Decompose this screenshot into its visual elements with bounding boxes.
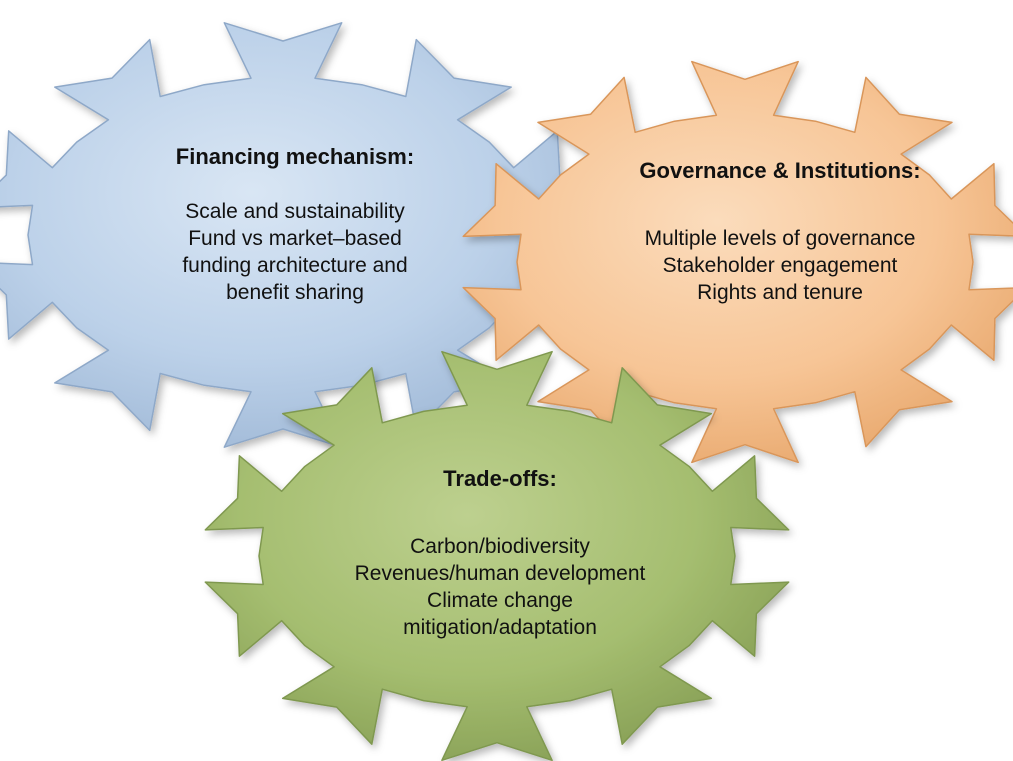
governance-gear-lines: Multiple levels of governance Stakeholde… [570,225,990,306]
gear-governance-shape [462,60,1013,464]
tradeoffs-gear-text: Trade-offs: Carbon/biodiversity Revenues… [290,465,710,641]
financing-gear-title: Financing mechanism: [175,144,415,169]
governance-gear-line: Multiple levels of governance [644,227,916,250]
gear-tradeoffs-shape [204,350,790,761]
financing-gear-line: Scale and sustainability [185,200,405,223]
financing-gear-line: funding architecture and [182,254,408,277]
governance-gear-title: Governance & Institutions: [639,158,921,183]
financing-gear-line: benefit sharing [226,281,364,304]
tradeoffs-gear-line: Climate change [427,589,573,612]
governance-gear-line: Rights and tenure [697,281,863,304]
tradeoffs-gear-line: Revenues/human development [354,562,646,585]
financing-gear-lines: Scale and sustainability Fund vs market–… [95,198,495,306]
tradeoffs-gear-line: Carbon/biodiversity [410,535,590,558]
financing-gear-line: Fund vs market–based [188,227,402,250]
financing-gear-text: Financing mechanism: Scale and sustainab… [95,143,495,306]
tradeoffs-gear-title: Trade-offs: [443,466,557,491]
tradeoffs-gear-line: mitigation/adaptation [403,616,597,639]
governance-gear [462,60,1013,464]
governance-gear-line: Stakeholder engagement [662,254,898,277]
tradeoffs-gear [204,350,790,761]
governance-gear-text: Governance & Institutions: Multiple leve… [570,157,990,306]
tradeoffs-gear-lines: Carbon/biodiversity Revenues/human devel… [290,533,710,641]
